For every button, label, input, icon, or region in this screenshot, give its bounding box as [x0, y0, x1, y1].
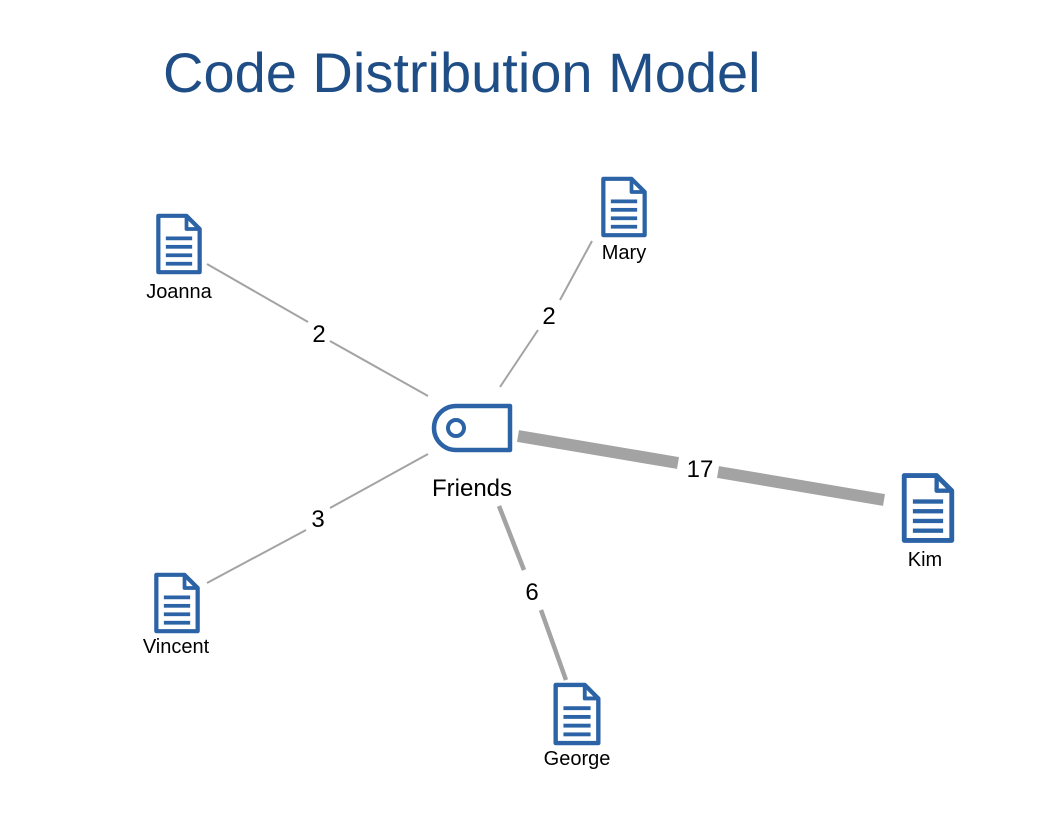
- document-label-joanna: Joanna: [146, 281, 212, 303]
- document-icon: [556, 685, 599, 743]
- edge-mary: [499, 240, 593, 388]
- edge-george: [496, 505, 569, 681]
- document-icon: [158, 216, 199, 272]
- edge-weight-mary: 2: [542, 303, 555, 330]
- document-node-mary[interactable]: Mary: [602, 179, 646, 264]
- page-title: Code Distribution Model: [163, 41, 761, 104]
- edge-kim: [517, 430, 885, 506]
- document-icon: [904, 476, 952, 541]
- document-node-kim[interactable]: Kim: [904, 476, 952, 571]
- document-label-mary: Mary: [602, 242, 646, 264]
- document-node-george[interactable]: George: [544, 685, 611, 770]
- document-icon: [156, 575, 197, 631]
- document-label-kim: Kim: [908, 549, 942, 571]
- code-node-friends[interactable]: Friends: [431, 403, 513, 502]
- edge-vincent: [206, 453, 429, 584]
- edge-weight-kim: 17: [687, 456, 714, 483]
- edge-joanna: [206, 263, 429, 397]
- document-label-vincent: Vincent: [143, 636, 210, 658]
- document-label-george: George: [544, 748, 611, 770]
- document-icon: [603, 179, 644, 235]
- code-tag-icon: [431, 403, 513, 453]
- edge-weight-vincent: 3: [311, 506, 324, 533]
- edge-weight-george: 6: [525, 579, 538, 606]
- code-node-label: Friends: [432, 475, 512, 502]
- edge-weight-joanna: 2: [312, 321, 325, 348]
- document-node-vincent[interactable]: Vincent: [143, 575, 210, 658]
- document-node-joanna[interactable]: Joanna: [146, 216, 213, 303]
